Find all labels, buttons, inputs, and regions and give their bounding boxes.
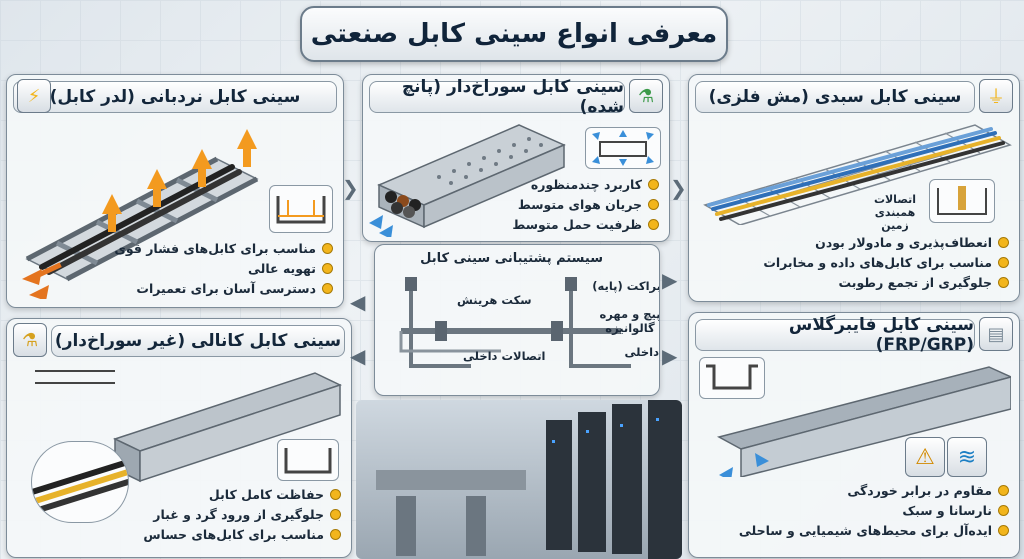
frp-profile-inset [699,357,765,399]
list-item: جلوگیری از ورود گرد و غبار [143,507,341,522]
ground-icon: ⏚ [979,79,1013,113]
panel-support: سیستم پشتیبانی سینی کابل براکت (پایه) سک… [374,244,660,396]
list-item: حفاظت کامل کابل [143,487,341,502]
grounding-inset [929,179,995,223]
ladder-tray-illustration [22,129,259,299]
list-item: مناسب برای کابل‌های حساس [143,527,341,542]
ladder-bullets: مناسب برای کابل‌های فشار قوی تهویه عالی … [114,241,333,301]
list-item: تهویه عالی [114,261,333,276]
list-item: مقاوم در برابر خوردگی [739,483,1009,498]
list-item: دسترسی آسان برای تعمیرات [114,281,333,296]
flask-icon: ⚗ [629,79,663,113]
wire-mesh-bullets: انعطاف‌پذیری و مادولار بودن مناسب برای ک… [763,235,1009,295]
connector-arrow: ▶ [662,344,678,368]
perforated-bullets: کاربرد چندمنظوره جریان هوای متوسط ظرفیت … [512,177,659,237]
waves-icon: ≋ [947,437,987,477]
connector-arrow: ◀ [350,290,366,314]
label-bolt: پیچ و مهره گالوانیزه [599,307,660,335]
panel-channel-title: سینی کابل کانالی (غیر سوراخ‌دار) [51,325,345,357]
list-item: مناسب برای کابل‌های داده و مخابرات [763,255,1009,270]
panel-ladder-title: سینی کابل نردبانی (لدر کابل) [13,81,337,113]
list-item: جریان هوای متوسط [512,197,659,212]
label-inner-fitting: اتصالات داخلی [463,349,546,363]
warning-icon: ⚠ [905,437,945,477]
channel-cable-inset [31,441,129,523]
panel-wire-mesh: سینی کابل سبدی (مش فلزی) ⏚ اتصالات همبند… [688,74,1020,302]
panel-wire-mesh-title: سینی کابل سبدی (مش فلزی) [695,81,975,113]
list-item: انعطاف‌پذیری و مادولار بودن [763,235,1009,250]
connector-arrow: ❯ [670,176,687,200]
grounding-label: اتصالات همبندی زمین [873,193,917,232]
support-title: سیستم پشتیبانی سینی کابل [420,251,603,266]
list-item: کاربرد چندمنظوره [512,177,659,192]
panel-channel: سینی کابل کانالی (غیر سوراخ‌دار) ⚗ حفاظت… [6,318,352,558]
ladder-profile-inset [269,185,333,233]
datacenter-backdrop [356,400,682,559]
list-item: مناسب برای کابل‌های فشار قوی [114,241,333,256]
server-icon: ▤ [979,317,1013,351]
wire-mesh-tray-illustration [703,124,1012,225]
label-rigid: سکت هرینش [457,293,532,307]
support-system-illustration [399,277,631,368]
lightning-icon: ⚡ [17,79,51,113]
list-item: ایده‌آل برای محیط‌های شیمیایی و ساحلی [739,523,1009,538]
connector-arrow: ▶ [662,268,678,292]
label-inner: داخلی [624,345,659,359]
frp-bullets: مقاوم در برابر خوردگی نارسانا و سبک ایده… [739,483,1009,543]
lab-flask-icon: ⚗ [13,323,47,357]
airflow-inset [585,127,661,169]
panel-ladder: سینی کابل نردبانی (لدر کابل) ⚡ مناسب برا… [6,74,344,308]
perforated-tray-illustration [369,124,566,237]
connector-arrow: ◀ [350,344,366,368]
connector-arrow: ❯ [342,176,359,200]
label-bracket: براکت (پایه) [592,279,660,293]
channel-bullets: حفاظت کامل کابل جلوگیری از ورود گرد و غب… [143,487,341,547]
frp-tray-illustration [716,366,1011,477]
channel-profile-inset [277,439,339,481]
list-item: جلوگیری از تجمع رطوبت [763,275,1009,290]
page-title: معرفی انواع سینی کابل صنعتی [300,6,728,62]
panel-perforated-title: سینی کابل سوراخ‌دار (پانچ شده) [369,77,625,117]
panel-frp-title: سینی کابل فایبرگلاس (FRP/GRP) [695,315,975,355]
list-item: نارسانا و سبک [739,503,1009,518]
panel-frp: سینی کابل فایبرگلاس (FRP/GRP) ▤ ⚠ ≋ مقاو… [688,312,1020,558]
list-item: ظرفیت حمل متوسط [512,217,659,232]
panel-perforated: سینی کابل سوراخ‌دار (پانچ شده) ⚗ کاربرد … [362,74,670,242]
